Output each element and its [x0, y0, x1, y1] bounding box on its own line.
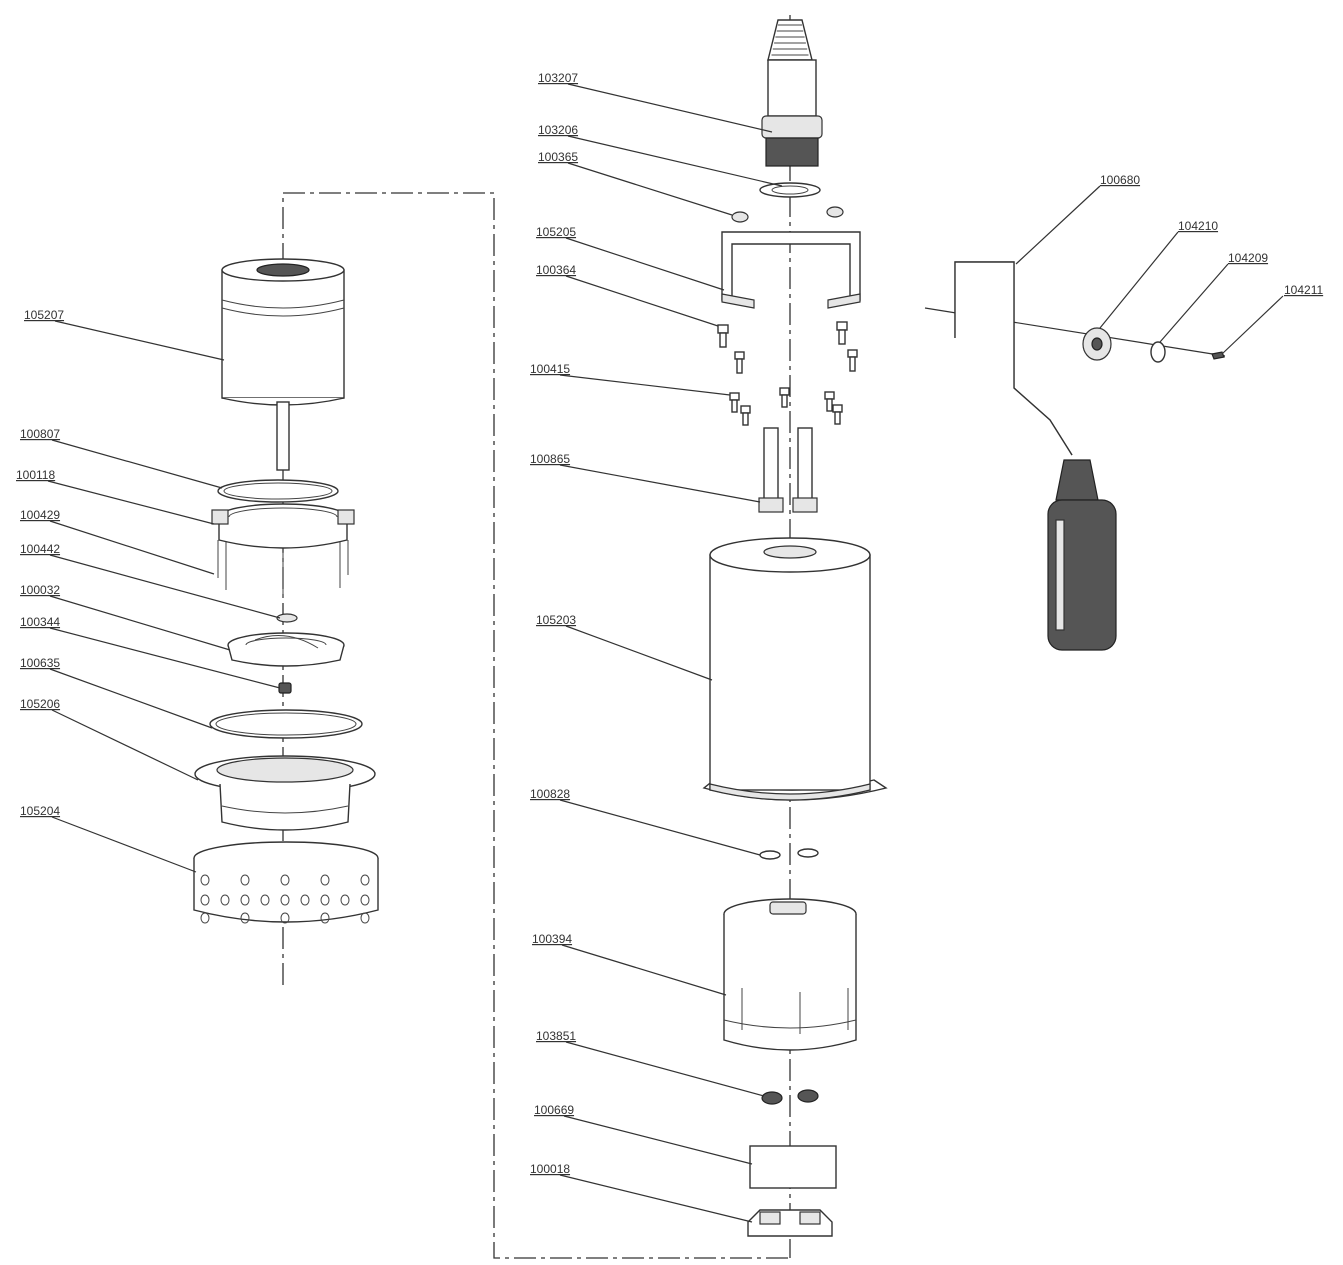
- strainer-hole: [300, 894, 310, 906]
- part-105206-pump-housing: [194, 755, 376, 831]
- part-105204-strainer: [193, 841, 379, 924]
- part-labels: 103207 103206 100365 105205 100364 10041…: [16, 71, 1323, 1176]
- label-103206: 103206: [538, 123, 578, 137]
- strainer-hole: [320, 912, 330, 924]
- part-104211-pin: [1211, 351, 1225, 360]
- strainer-hole: [340, 894, 350, 906]
- part-100828-washers: [759, 848, 819, 860]
- part-100635-seal-ring: [209, 709, 363, 739]
- label-105206: 105206: [20, 697, 60, 711]
- part-100364-screws: [717, 321, 858, 374]
- strainer-hole: [240, 912, 250, 924]
- strainer-hole: [280, 874, 290, 886]
- part-100118-bracket: [211, 503, 355, 598]
- label-105207: 105207: [24, 308, 64, 322]
- label-100828: 100828: [530, 787, 570, 801]
- part-100365-nuts: [731, 206, 844, 223]
- strainer-hole: [320, 894, 330, 906]
- label-100018: 100018: [530, 1162, 570, 1176]
- label-105205: 105205: [536, 225, 576, 239]
- part-100865-bolts: [758, 427, 818, 513]
- label-104210: 104210: [1178, 219, 1218, 233]
- label-100635: 100635: [20, 656, 60, 670]
- strainer-hole: [240, 874, 250, 886]
- label-105203: 105203: [536, 613, 576, 627]
- part-103207-hose-connector: [761, 19, 823, 167]
- label-103851: 103851: [536, 1029, 576, 1043]
- strainer-hole: [320, 874, 330, 886]
- label-100865: 100865: [530, 452, 570, 466]
- label-100680: 100680: [1100, 173, 1140, 187]
- label-100032: 100032: [20, 583, 60, 597]
- part-104209-clip: [1150, 341, 1166, 363]
- part-100669-capacitor: [749, 1145, 837, 1189]
- strainer-hole: [240, 894, 250, 906]
- part-100344-nut: [278, 682, 292, 694]
- strainer-hole: [200, 874, 210, 886]
- part-105207-motor-cap: [221, 258, 345, 471]
- part-104210-weight: [1082, 327, 1112, 361]
- label-100365: 100365: [538, 150, 578, 164]
- part-103206-gasket: [759, 182, 821, 198]
- strainer-hole: [200, 894, 210, 906]
- strainer-hole: [360, 912, 370, 924]
- strainer-hole: [280, 894, 290, 906]
- strainer-hole: [220, 894, 230, 906]
- label-100364: 100364: [536, 263, 576, 277]
- part-100032-impeller: [227, 632, 345, 667]
- label-105204: 105204: [20, 804, 60, 818]
- label-100118: 100118: [16, 468, 55, 482]
- part-103851-clips: [761, 1089, 819, 1105]
- part-100394-bearing-housing: [723, 898, 857, 1051]
- leader-lines: [47, 83, 1284, 1223]
- part-105203-motor-housing: [702, 537, 888, 801]
- strainer-hole: [200, 912, 210, 924]
- strainer-hole: [360, 874, 370, 886]
- part-100680-float-switch: [954, 261, 1117, 651]
- strainer-hole: [360, 894, 370, 906]
- label-100394: 100394: [532, 932, 572, 946]
- part-105205-handle: [721, 231, 861, 309]
- part-100442-washer: [276, 613, 298, 623]
- part-100415-screws: [729, 387, 843, 426]
- part-100807-o-ring: [217, 479, 339, 503]
- label-100429: 100429: [20, 508, 60, 522]
- label-100344: 100344: [20, 615, 60, 629]
- label-104209: 104209: [1228, 251, 1268, 265]
- label-100415: 100415: [530, 362, 570, 376]
- label-104211: 104211: [1284, 283, 1323, 297]
- part-100018-terminal-block: [747, 1209, 833, 1237]
- label-100442: 100442: [20, 542, 60, 556]
- label-100669: 100669: [534, 1103, 574, 1117]
- strainer-hole: [280, 912, 290, 924]
- strainer-hole: [260, 894, 270, 906]
- label-103207: 103207: [538, 71, 578, 85]
- label-100807: 100807: [20, 427, 60, 441]
